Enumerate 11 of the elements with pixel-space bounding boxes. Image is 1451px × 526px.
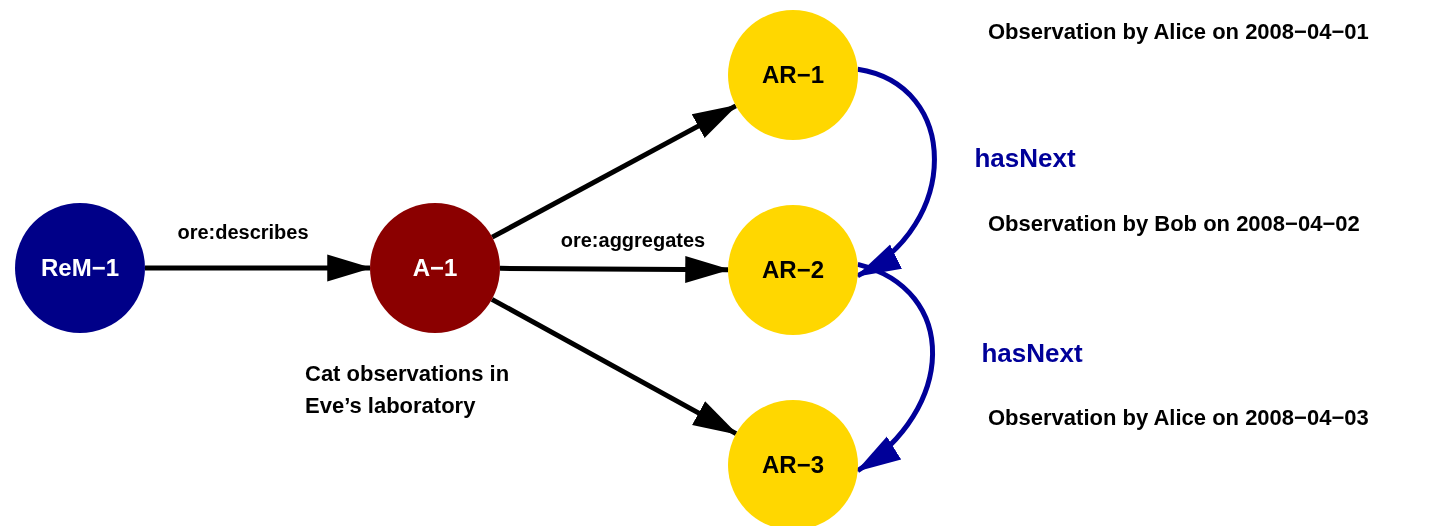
note-text: Observation by Bob on 2008−04−02 bbox=[988, 210, 1361, 238]
node-label: AR−2 bbox=[762, 256, 824, 284]
node-label: AR−3 bbox=[762, 451, 824, 479]
arrow bbox=[490, 297, 738, 436]
node-label: AR−1 bbox=[762, 61, 824, 89]
note-text: Observation by Alice on 2008−04−03 bbox=[988, 404, 1370, 432]
arrow bbox=[491, 103, 738, 240]
node-caption: Cat observations in Eve’s laboratory bbox=[305, 360, 511, 420]
node-label: ReM−1 bbox=[40, 254, 119, 282]
note-text: Observation by Alice on 2008−04−01 bbox=[988, 18, 1370, 46]
node-label: A−1 bbox=[412, 254, 458, 282]
